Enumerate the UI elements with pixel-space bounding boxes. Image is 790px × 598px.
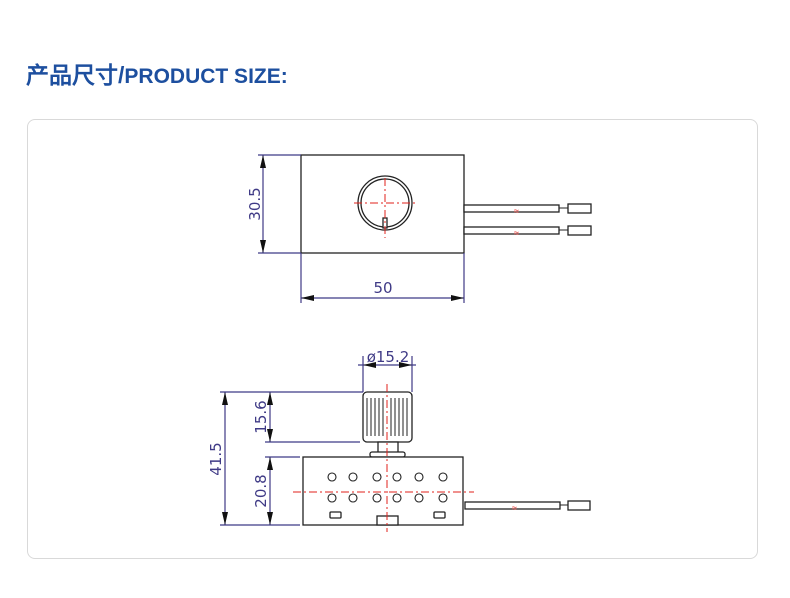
dim-body-height: 20.8 — [252, 474, 270, 507]
top-view: ≈ ≈ 30.5 50 — [246, 154, 592, 303]
holes — [327, 472, 448, 503]
svg-text:≈: ≈ — [512, 503, 517, 513]
dim-knob-height: 15.6 — [252, 400, 270, 433]
side-view: ≈ ø15.2 41.5 15.6 20.8 — [207, 348, 591, 532]
dim-total-height: 41.5 — [207, 442, 225, 475]
dim-knob-diameter: ø15.2 — [367, 348, 410, 366]
title-en: PRODUCT SIZE: — [124, 65, 288, 88]
dim-width-50: 50 — [373, 279, 392, 297]
top-wires: ≈ ≈ — [463, 203, 592, 238]
page-title: 产品尺寸/PRODUCT SIZE: — [26, 56, 288, 90]
svg-text:≈: ≈ — [514, 228, 519, 238]
dim-height-30-5: 30.5 — [246, 187, 264, 220]
title-separator: / — [118, 62, 125, 88]
title-cn: 产品尺寸 — [26, 62, 118, 88]
svg-text:≈: ≈ — [514, 206, 519, 216]
